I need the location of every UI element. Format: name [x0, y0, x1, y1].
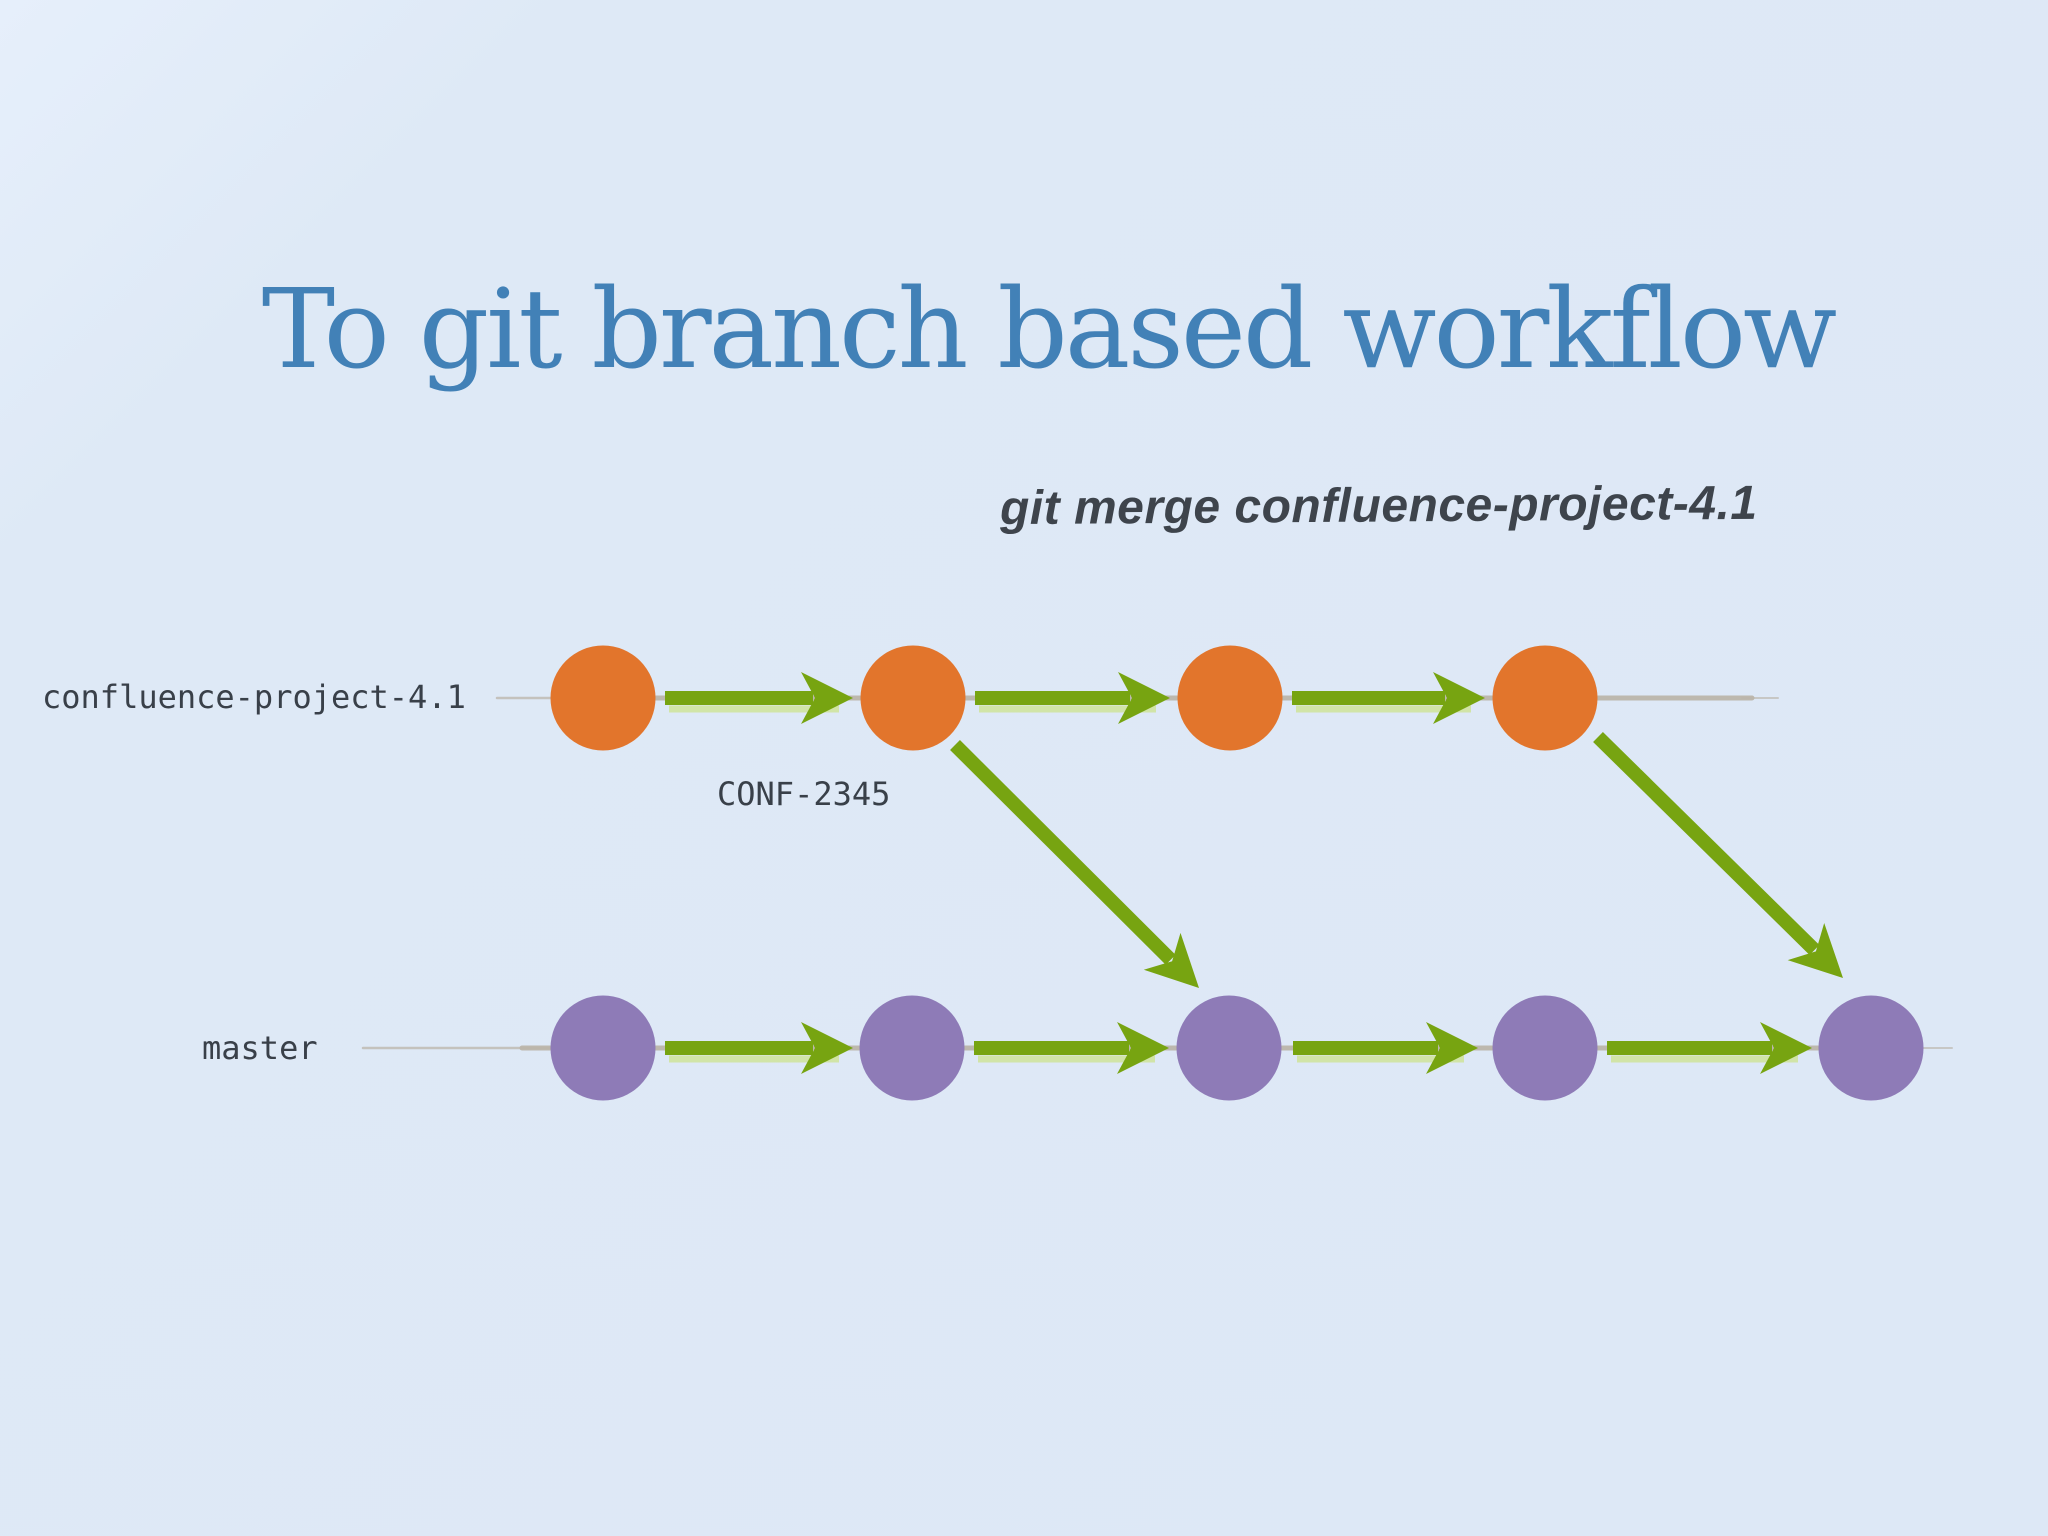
slide-title: To git branch based workflow — [261, 264, 1837, 393]
commit-node-confluence-project-4.1 — [1177, 645, 1283, 751]
commit-node-confluence-project-4.1 — [550, 645, 656, 751]
commit-node-master — [550, 995, 656, 1101]
commit-node-confluence-project-4.1 — [860, 645, 966, 751]
branch-label-confluence-project: confluence-project-4.1 — [42, 678, 466, 716]
commit-node-master — [859, 995, 965, 1101]
merge-arrow-head — [1143, 932, 1199, 988]
commit-node-master — [1818, 995, 1924, 1101]
commit-node-master — [1492, 995, 1598, 1101]
commit-arrow-head — [1118, 672, 1170, 724]
commit-arrow-head — [1117, 1022, 1169, 1074]
commit-node-confluence-project-4.1 — [1492, 645, 1598, 751]
merge-arrow-shaft — [1593, 732, 1820, 955]
commit-arrow-head — [801, 672, 853, 724]
commit-arrow-head — [1426, 1022, 1478, 1074]
commit-arrow-head — [801, 1022, 853, 1074]
merge-arrow-shaft — [950, 740, 1176, 965]
merge-arrow-head — [1787, 923, 1843, 978]
commit-arrow-head — [1760, 1022, 1812, 1074]
commit-ticket-label: CONF-2345 — [717, 775, 891, 813]
branch-label-master: master — [202, 1029, 318, 1067]
commit-arrow-head — [1433, 672, 1485, 724]
commit-node-master — [1176, 995, 1282, 1101]
